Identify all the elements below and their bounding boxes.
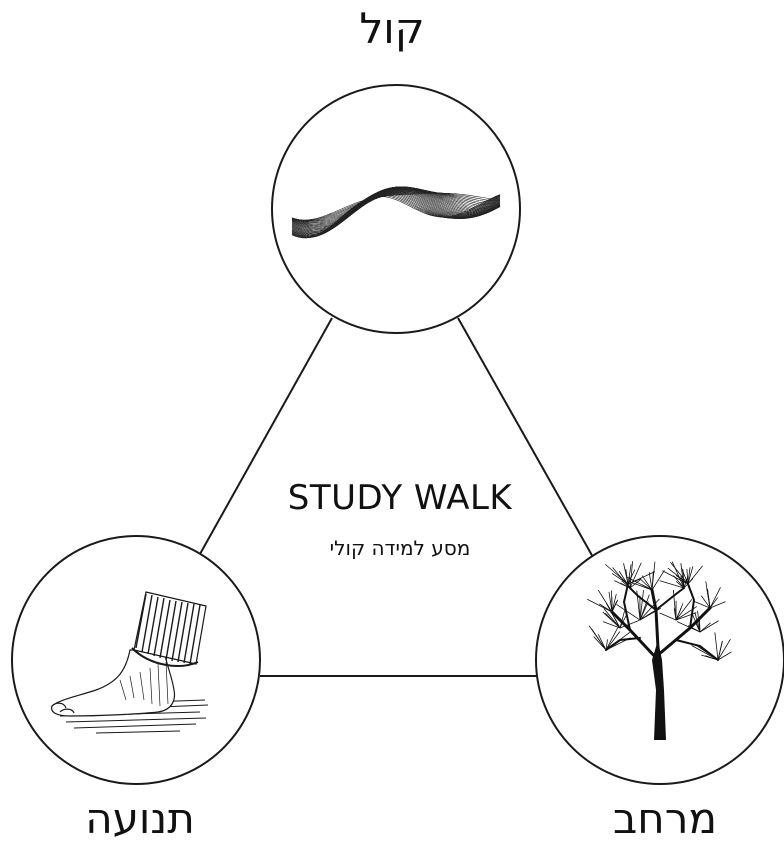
tree-twig [587,599,613,613]
tree-twig [714,632,719,661]
tree-twig [683,578,694,589]
tree-twig [619,610,625,629]
sound-wave-strand [291,192,501,238]
tree-twig [602,611,621,629]
tree-twig [605,627,618,651]
tree-twig [589,625,607,651]
tree-twig [616,604,641,621]
tree-twig [677,621,701,633]
tree-twig [709,587,721,609]
tree-twig [625,569,629,585]
tree-twig [639,598,660,621]
center-title: STUDY WALK [287,478,513,518]
edge-top-left [199,317,333,555]
tree-twig [621,580,631,589]
tree-twig [605,637,631,651]
tree-twig [605,632,630,651]
tree-twig [687,566,694,585]
tree-twig [680,563,685,589]
tree-twig [636,590,641,621]
tree-twig [671,561,685,589]
tree-twig [608,591,613,613]
tree-twig [675,581,685,589]
node-left-label: תנועה [85,794,195,843]
tree-twig [648,572,653,591]
tree-twig [683,576,689,589]
tree-twig [659,612,677,621]
tree-twig [598,589,613,613]
tree-twig [614,580,631,589]
foot-icon [51,591,209,734]
tree-twig [696,645,719,661]
tree-twig [692,600,711,609]
tree-twig [619,620,640,629]
tree-twig [639,578,653,591]
tree-twig [619,615,627,629]
tree-twig [618,571,631,589]
tree-twig [605,631,621,651]
tree-twig [627,564,632,585]
tree-twig [611,593,617,613]
center-subtitle: מסע למידה קולי [329,536,471,560]
tree-twig [694,612,701,633]
tree-twig [705,655,719,661]
tree-twig [612,567,631,589]
tree-twig [606,603,621,629]
tree-twig [611,599,619,613]
sound-wave-strand [291,192,501,221]
tree-twig [695,622,701,633]
node-right-label: מרחב [613,794,717,843]
tree-twig [675,607,682,621]
tree-twig [639,590,644,621]
tree-twig [717,639,731,661]
tree-twig [717,640,723,661]
tree-twig [675,599,692,621]
sound-wave-strand [291,194,501,239]
tree-twig [697,610,701,633]
tree-twig [651,571,654,591]
tree-twig [639,594,650,621]
tree-twig [630,582,653,591]
tree-twig [707,589,711,609]
tree-twig [670,562,689,585]
tree-twig [717,651,732,661]
sound-wave-icon [291,186,501,239]
tree-twig [699,620,719,633]
tree-twig [593,636,607,651]
node-top-label: קול [359,4,425,53]
tree-twig [641,575,653,591]
tree-twig [673,589,677,621]
tree-twig [629,562,642,589]
tree-icon [587,561,732,740]
tree-twig [603,608,621,629]
tree-twig [651,570,665,591]
node-top-circle [271,84,521,334]
edge-top-right [457,317,599,567]
tree-twig [709,597,718,609]
tree-twig [701,595,711,609]
sound-wave-strand [291,194,501,239]
sound-wave-strand [291,189,501,223]
tree-twig [709,601,726,609]
tree-twig [687,567,691,585]
tree-twig [673,575,685,589]
sound-wave-strand [291,194,501,239]
tree-twig [691,645,719,661]
tree-twig [603,621,621,629]
tree-twig [675,612,697,621]
tree-twig [639,609,656,621]
sound-wave-strand [291,193,501,238]
tree-twig [675,606,697,621]
tree-twig [629,561,633,589]
tree-twig [598,634,607,651]
tree-twig [659,580,685,589]
tree-twig [605,639,608,651]
